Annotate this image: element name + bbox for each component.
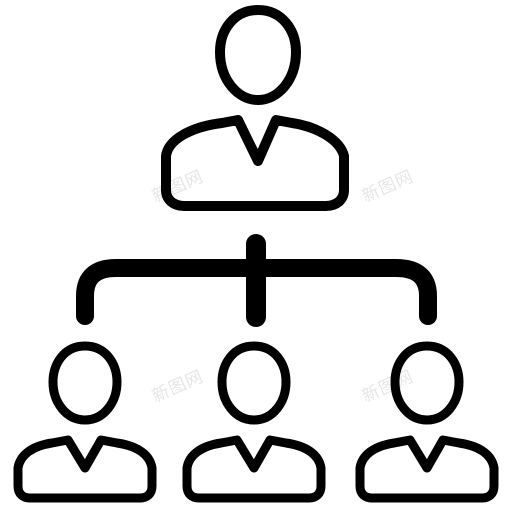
branch-line [76,259,437,325]
top-person-icon [161,5,349,211]
bottom-right-person-icon [355,341,499,503]
top-person-head [215,5,301,105]
bottom-middle-person-shoulders [182,435,326,503]
bottom-left-person-icon [13,341,157,503]
bottom-left-person-head [48,341,122,425]
top-person-shoulders [161,115,349,211]
bottom-right-person-shoulders [355,435,499,503]
bottom-middle-person-head [217,341,291,425]
bottom-middle-person-icon [182,341,326,503]
bottom-left-person-shoulders [13,435,157,503]
bottom-right-person-head [390,341,464,425]
connector-lines [76,234,437,327]
